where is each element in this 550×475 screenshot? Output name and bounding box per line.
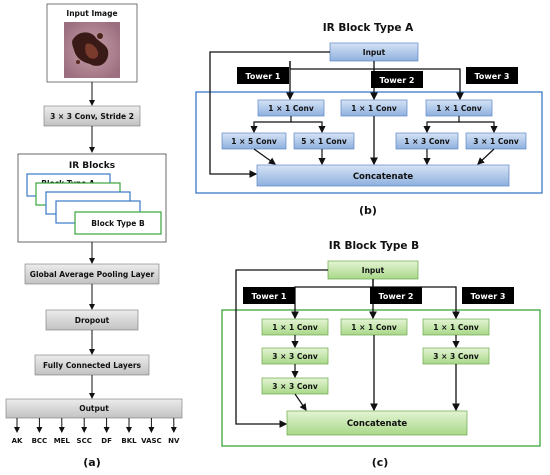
block-b-t2-conv-label: 1 × 1 Conv (351, 323, 397, 332)
panel-b: IR Block Type A Input Tower 1 Tower 2 To… (195, 22, 543, 217)
skin-lesion-image (64, 22, 120, 78)
panel-a: Input Image 3 × 3 Conv, Stride 2 IR Bloc… (5, 3, 183, 469)
block-b-frame (221, 309, 541, 447)
input-image-label: Input Image (66, 9, 117, 18)
block-a-t1b-label: 5 × 1 Conv (301, 137, 347, 146)
block-a-t1b (293, 132, 355, 150)
block-b-tower2-label: Tower 2 (378, 292, 413, 301)
block-b-input-label: Input (362, 266, 385, 275)
stack-block-5 (74, 211, 162, 235)
block-a-t2-conv-label: 1 × 1 Conv (351, 104, 397, 113)
class-label-bcc: BCC (32, 437, 48, 445)
block-a-tower3 (466, 67, 518, 84)
class-label-ak: AK (12, 437, 23, 445)
block-b-tower2 (370, 287, 422, 304)
output-box (5, 398, 183, 419)
block-a-t1-conv-label: 1 × 1 Conv (268, 104, 314, 113)
fc-label: Fully Connected Layers (43, 361, 142, 370)
block-a-tower2-label: Tower 2 (379, 76, 414, 85)
block-a-tower1-label: Tower 1 (245, 72, 280, 81)
block-b-t1b-label: 3 × 3 Conv (272, 352, 318, 361)
ir-blocks-title: IR Blocks (69, 161, 115, 171)
block-b-t3b-label: 3 × 3 Conv (433, 352, 479, 361)
class-label-mel: MEL (54, 437, 71, 445)
class-label-df: DF (101, 437, 112, 445)
class-label-scc: SCC (77, 437, 92, 445)
output-label: Output (79, 404, 109, 413)
block-b-title: IR Block Type B (329, 240, 419, 252)
block-a-title: IR Block Type A (323, 22, 414, 34)
block-a-concat (256, 164, 510, 187)
dropout-label: Dropout (75, 316, 110, 325)
block-b-tower3 (462, 287, 514, 304)
class-label-vasc: VASC (141, 437, 162, 445)
class-arrows (14, 418, 177, 433)
block-b-tower1-label: Tower 1 (251, 292, 286, 301)
block-b-tower1 (243, 287, 295, 304)
panel-c: IR Block Type B Input Tower 1 Tower 2 To… (221, 240, 541, 469)
block-a-frame (195, 91, 543, 194)
block-b-concat-label: Concatenate (347, 419, 408, 429)
block-a-t3-conv-label: 1 × 1 Conv (436, 104, 482, 113)
block-type-b-label: Block Type B (91, 219, 145, 228)
class-label-nv: NV (168, 437, 180, 445)
caption-c: (c) (372, 456, 389, 469)
conv-stride-label: 3 × 3 Conv, Stride 2 (50, 112, 134, 121)
block-a-tower1 (237, 67, 289, 84)
block-a-concat-label: Concatenate (353, 172, 414, 182)
block-b-t1-conv-label: 1 × 1 Conv (272, 323, 318, 332)
class-labels: AK BCC MEL SCC DF BKL VASC NV (12, 437, 180, 445)
block-a-t3a-label: 1 × 3 Conv (404, 137, 450, 146)
caption-b: (b) (359, 204, 377, 217)
block-a-tower3-label: Tower 3 (474, 72, 509, 81)
block-b-t3-conv-label: 1 × 1 Conv (433, 323, 479, 332)
block-b-tower3-label: Tower 3 (470, 292, 505, 301)
block-b-concat (286, 410, 468, 436)
block-b-t1c-label: 3 × 3 Conv (272, 382, 318, 391)
class-label-bkl: BKL (121, 437, 137, 445)
block-a-tower2 (371, 71, 423, 88)
gap-label: Global Average Pooling Layer (30, 270, 155, 279)
block-a-t1a-label: 1 × 5 Conv (231, 137, 277, 146)
caption-a: (a) (83, 456, 100, 469)
block-a-input-label: Input (363, 48, 386, 57)
block-a-t3b-label: 3 × 1 Conv (473, 137, 519, 146)
block-a-t3b (465, 132, 527, 150)
